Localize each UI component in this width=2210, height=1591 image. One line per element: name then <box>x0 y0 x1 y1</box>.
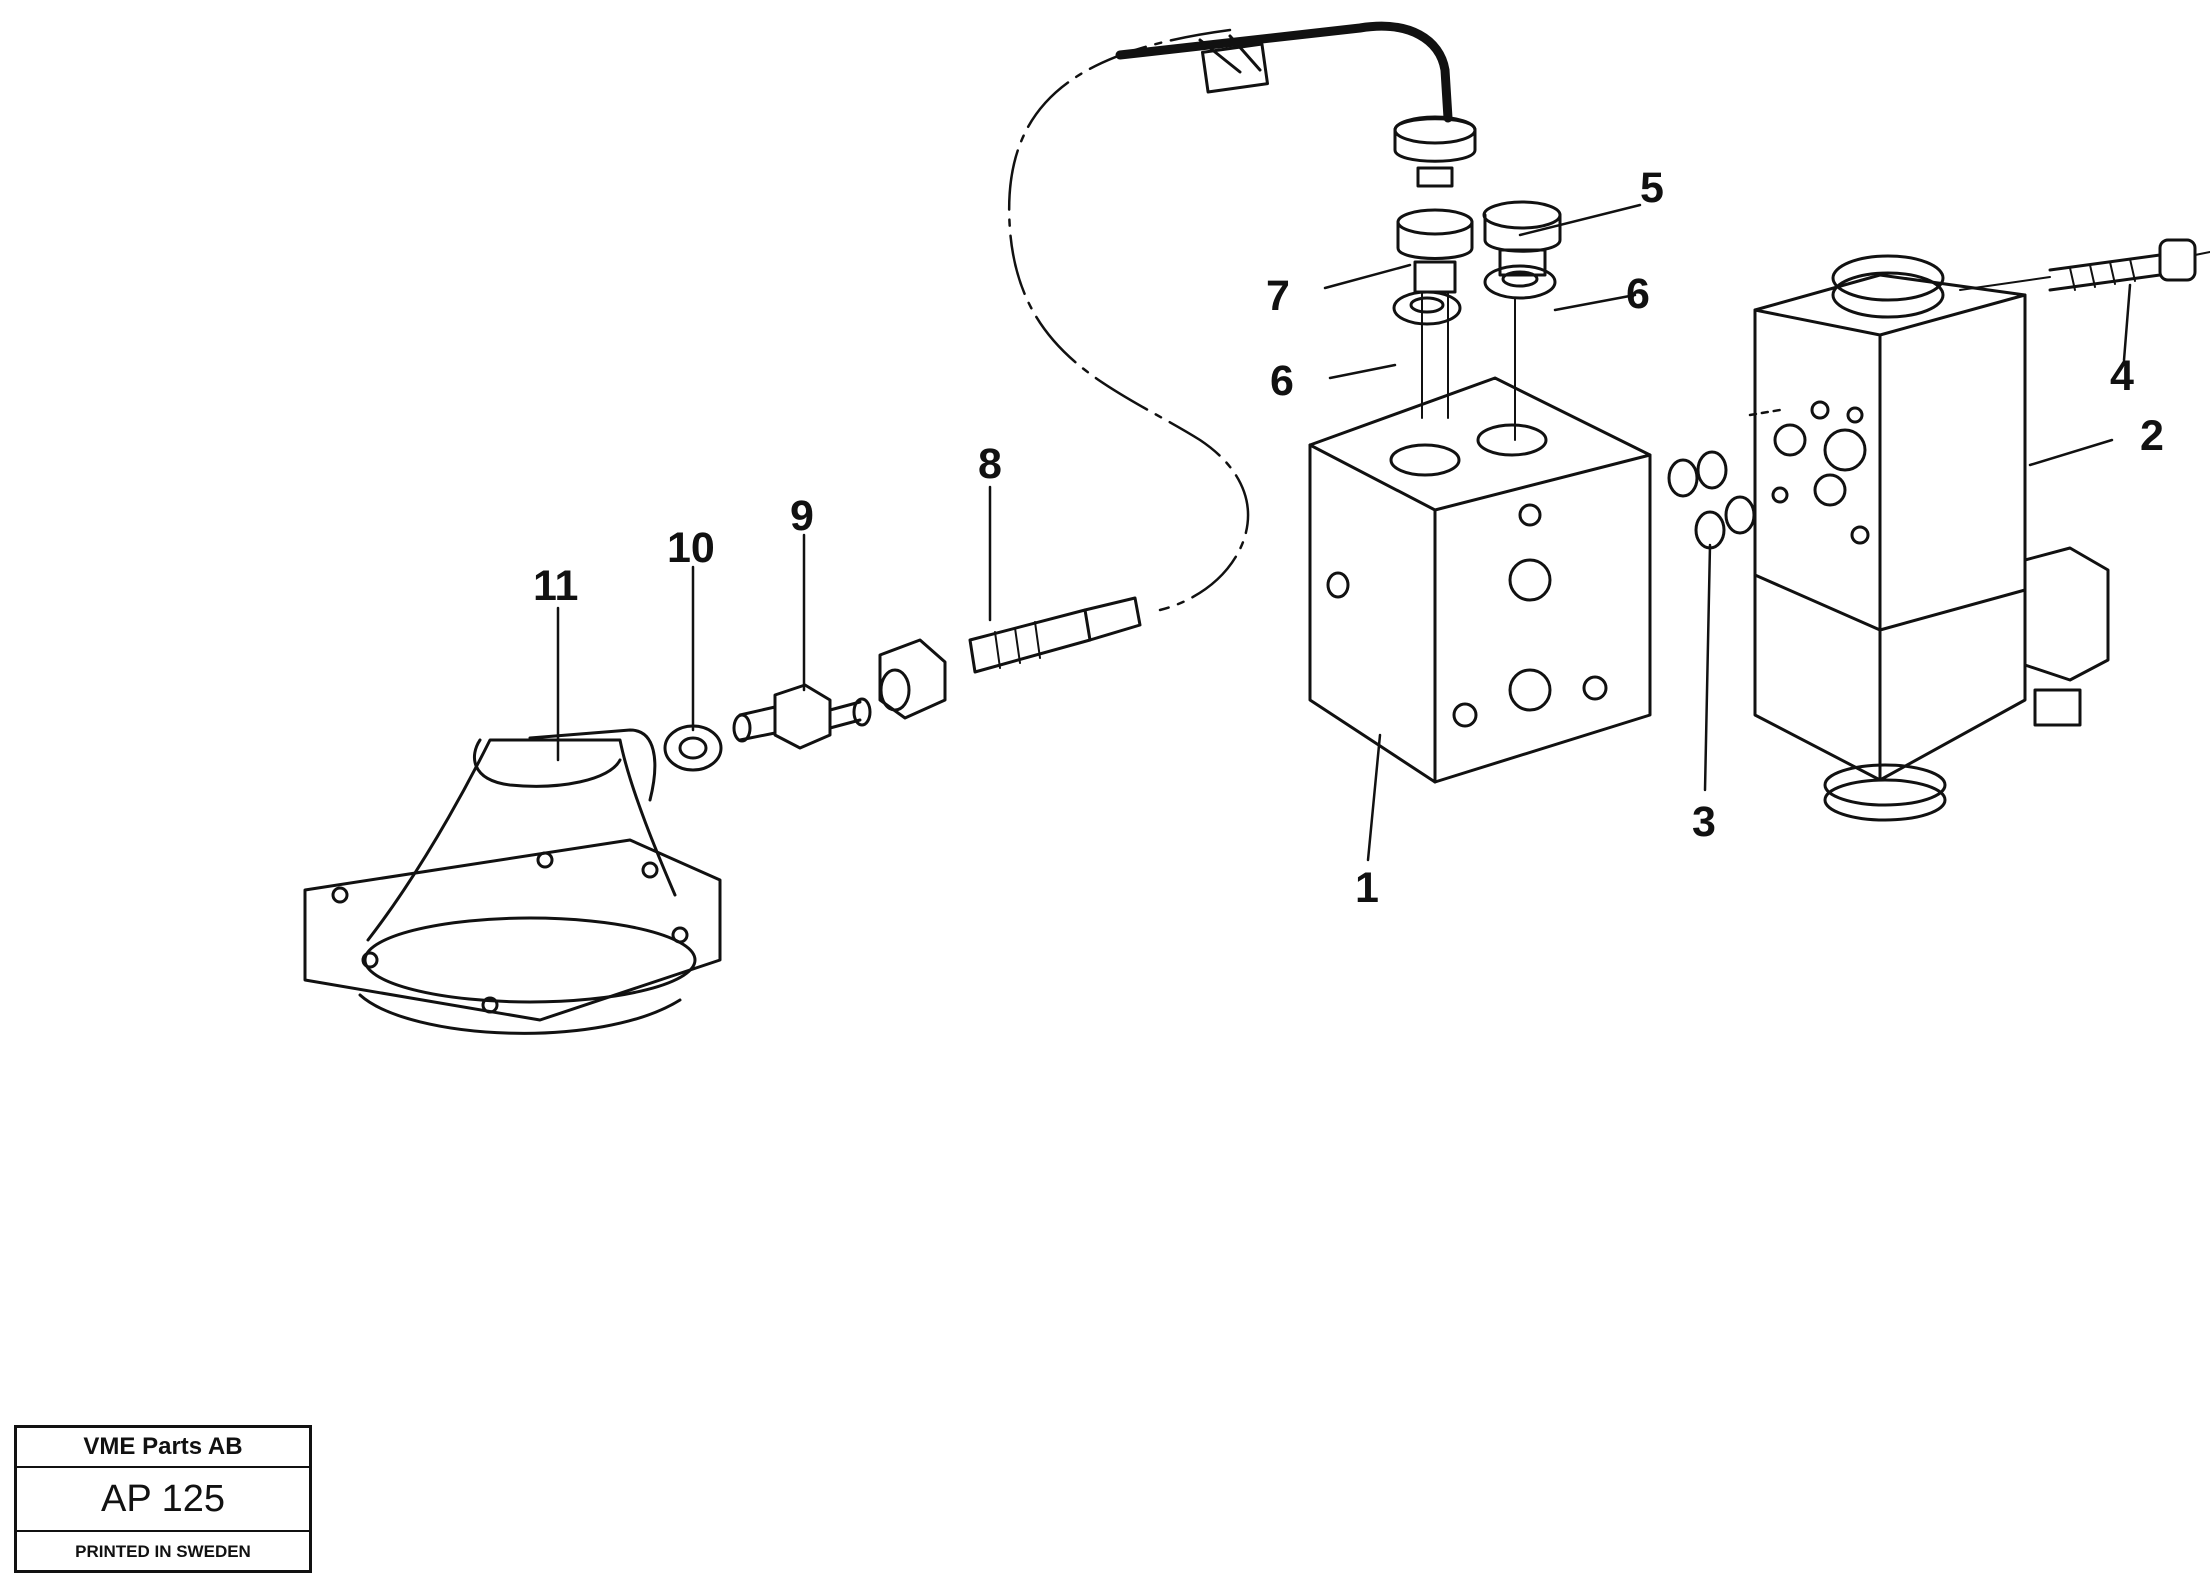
callout-8: 8 <box>978 440 1002 488</box>
printed-note: PRINTED IN SWEDEN <box>75 1542 251 1561</box>
callout-6-right: 6 <box>1626 270 1650 318</box>
part-7-fitting <box>1393 115 1477 419</box>
part-9-adapter <box>732 683 872 750</box>
part-1-block <box>1308 376 1652 784</box>
page-code: AP 125 <box>17 1468 309 1532</box>
callout-1: 1 <box>1355 864 1379 912</box>
hose-top <box>1115 21 1453 123</box>
hose-sleeve <box>1201 42 1269 94</box>
callout-11: 11 <box>533 562 578 610</box>
callout-2: 2 <box>2140 412 2164 460</box>
title-block: VME Parts AB AP 125 PRINTED IN SWEDEN <box>14 1425 312 1573</box>
callout-9: 9 <box>790 492 814 540</box>
part-8-hose-end <box>878 596 1142 720</box>
callout-6-left: 6 <box>1270 357 1294 405</box>
part-2-solenoid <box>1753 254 2110 822</box>
callout-3: 3 <box>1692 798 1716 846</box>
callout-4: 4 <box>2110 352 2134 400</box>
part-5-plug <box>1482 200 1562 277</box>
part-10-washer <box>663 724 723 772</box>
hose-line <box>1007 28 1250 612</box>
callout-7: 7 <box>1266 272 1290 320</box>
callout-10: 10 <box>667 524 715 572</box>
company-name: VME Parts AB <box>17 1428 309 1468</box>
part-4-bolt <box>1959 238 2210 292</box>
leader-lines <box>556 203 2132 862</box>
part-6-washer-right <box>1483 264 1557 300</box>
callout-5: 5 <box>1640 164 1664 212</box>
part-3-orings <box>1667 450 1756 550</box>
part-11-housing <box>303 728 722 1035</box>
part-6-washer-left <box>1392 290 1462 326</box>
